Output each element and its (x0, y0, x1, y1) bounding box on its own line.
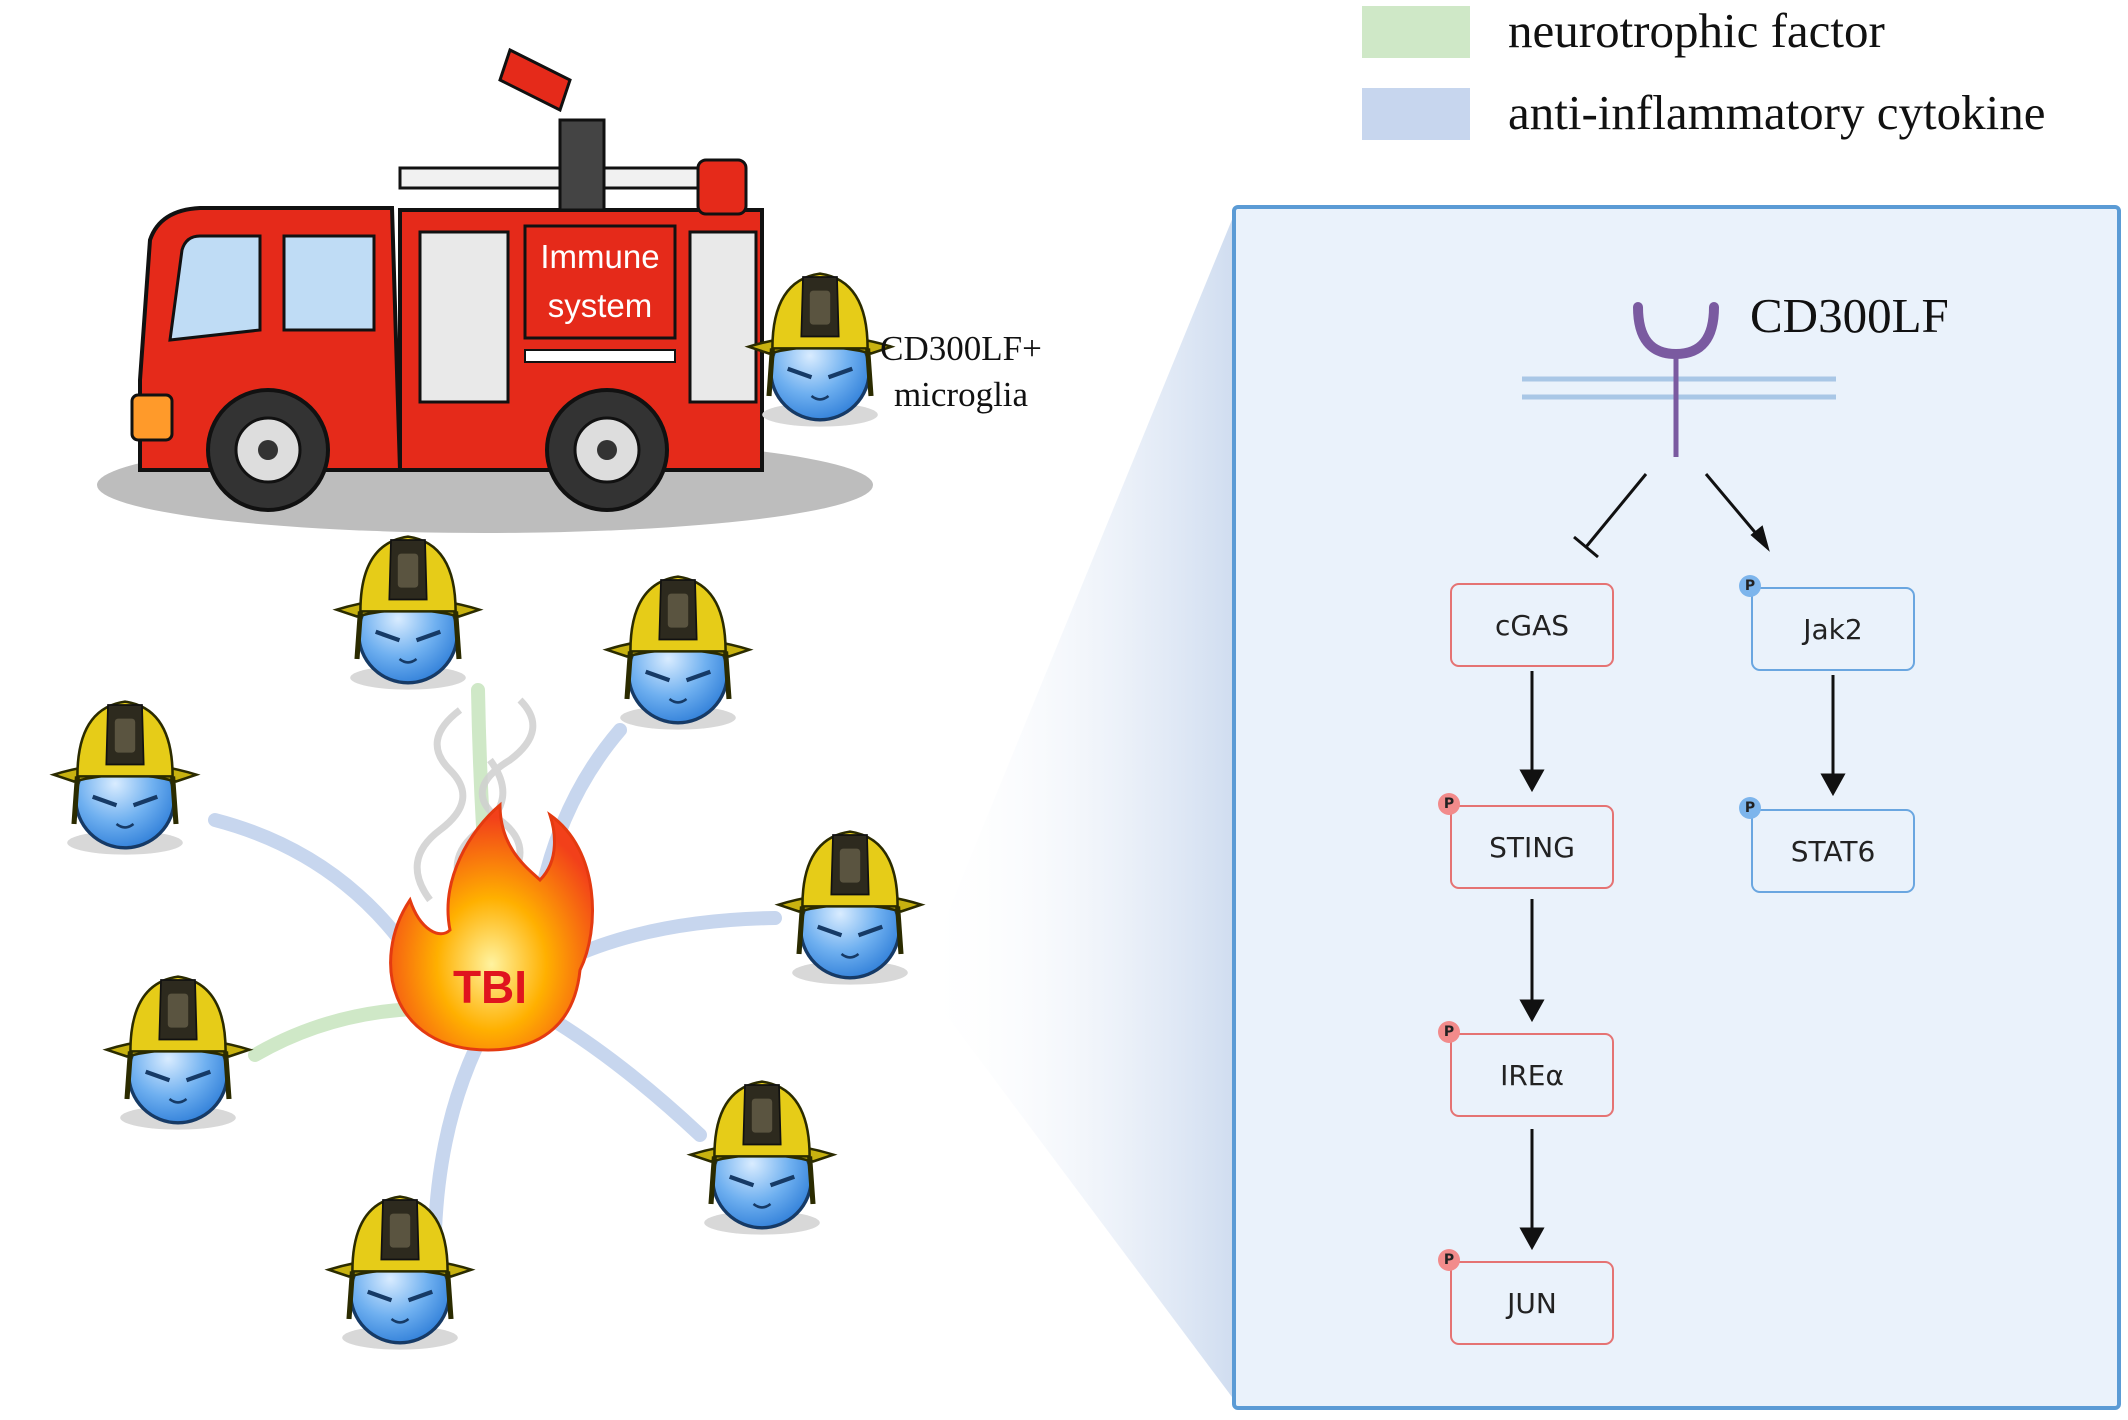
fire (389, 801, 594, 1052)
legend-swatch-anti-inflammatory (1362, 88, 1470, 140)
receptor-cup (1633, 302, 1719, 360)
microglia-label-line1: CD300LF+ (880, 329, 1042, 368)
node-cgas: cGAS (1450, 583, 1614, 667)
rear-wheel (545, 388, 669, 512)
phospho-badge-sting: P (1438, 793, 1460, 815)
firefighter-upper-right (607, 577, 750, 730)
node-irea: IREα (1450, 1033, 1614, 1117)
hose-cytokine-lower-right (538, 1008, 707, 1142)
firefighter-left (54, 702, 197, 855)
firefighter-top (337, 537, 480, 690)
inhibit-arrow-cgas (1584, 473, 1648, 548)
arrowhead-irea-jun (1519, 1227, 1545, 1251)
node-jun: JUN (1450, 1261, 1614, 1345)
firefighter-right (779, 832, 922, 985)
front-wheel (206, 388, 330, 512)
phospho-badge-stat6: P (1739, 797, 1761, 819)
phospho-badge-jun: P (1438, 1249, 1460, 1271)
node-jak2: Jak2 (1751, 587, 1915, 671)
pathway-connectors (1519, 302, 1846, 1251)
fire-label: TBI (452, 961, 528, 1013)
arrowhead-sting-irea (1519, 999, 1545, 1023)
node-sting: STING (1450, 805, 1614, 889)
legend: neurotrophic factor anti-inflammatory cy… (1360, 0, 2120, 150)
hose-cytokine-left (208, 813, 407, 947)
node-stat6: STAT6 (1751, 809, 1915, 893)
legend-label-neurotrophic: neurotrophic factor (1508, 3, 1885, 58)
truck-label-line1: Immune (540, 238, 660, 275)
phospho-badge-jak2: P (1739, 575, 1761, 597)
firefighter-bottom (329, 1197, 472, 1350)
firefighter-lower-right (691, 1082, 834, 1235)
fire-truck (97, 47, 873, 533)
receptor-label: CD300LF (1750, 288, 1949, 343)
legend-label-anti-inflammatory: anti-inflammatory cytokine (1508, 85, 2046, 140)
hose-cytokine-right (558, 911, 782, 967)
microglia-label-line2: microglia (893, 375, 1029, 414)
zoom-wedge (920, 205, 1238, 1405)
firefighting-illustration (0, 47, 1238, 1405)
activate-arrowhead-jak2 (1750, 525, 1770, 552)
legend-swatch-neurotrophic (1362, 6, 1470, 58)
pathway-panel: CD300LF cGAS STING P IREα P JUN P Jak2 P… (1232, 205, 2121, 1410)
inhibit-bar (1573, 535, 1599, 559)
hose-cytokine-bottom (428, 1013, 497, 1237)
arrowhead-jak2-stat6 (1820, 773, 1846, 797)
microglia-label: CD300LF+ microglia (866, 326, 1056, 418)
truck-label: Immune system (525, 232, 675, 330)
phospho-badge-irea: P (1438, 1021, 1460, 1043)
activate-arrow-jak2 (1704, 473, 1766, 544)
truck-label-line2: system (547, 287, 653, 324)
arrowhead-cgas-sting (1519, 769, 1545, 793)
firefighter-lower-left (107, 977, 250, 1130)
